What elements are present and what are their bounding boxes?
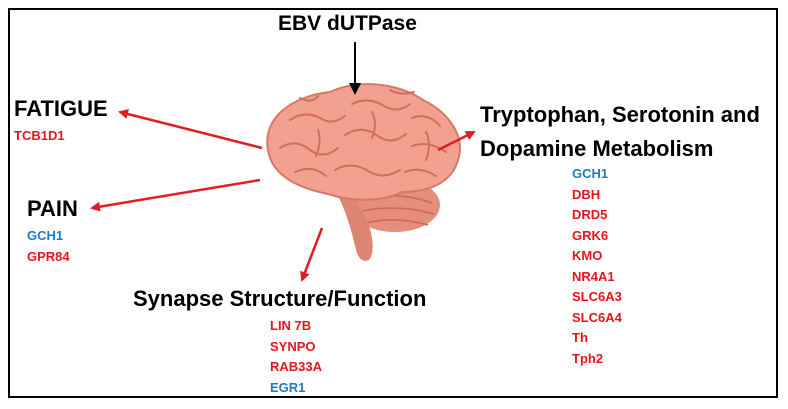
metabolism-gene-slc6a3: SLC6A3: [572, 289, 622, 304]
diagram-title: EBV dUTPase: [278, 12, 417, 35]
metabolism-gene-nr4a1: NR4A1: [572, 268, 615, 284]
synapse-gene-list: LIN 7B SYNPO RAB33A EGR1: [270, 316, 322, 398]
metabolism-heading-line2: Dopamine Metabolism: [480, 136, 714, 161]
metabolism-heading-line1: Tryptophan, Serotonin and: [480, 102, 760, 127]
pain-heading: PAIN: [27, 196, 78, 221]
fatigue-gene-list: TCB1D1: [14, 126, 65, 147]
arrow-to-synapse: [300, 227, 324, 282]
synapse-heading: Synapse Structure/Function: [133, 286, 427, 311]
metabolism-gene-dbh: DBH: [572, 186, 601, 202]
metabolism-gene-gch1: GCH1: [572, 166, 609, 181]
diagram-frame: [8, 8, 778, 398]
arrow-to-fatigue: [118, 109, 263, 150]
arrow-to-metabolism: [437, 130, 476, 152]
metabolism-gene-th: Th: [572, 330, 588, 345]
metabolism-gene-tph2: Tph2: [572, 350, 604, 366]
arrow-to-pain: [90, 178, 261, 212]
brain-icon: [266, 83, 461, 261]
pain-gene-gpr84: GPR84: [27, 248, 70, 264]
metabolism-gene-drd5: DRD5: [572, 207, 608, 222]
fatigue-heading: FATIGUE: [14, 96, 108, 121]
metabolism-gene-grk6: GRK6: [572, 227, 609, 243]
metabolism-gene-kmo: KMO: [572, 248, 603, 263]
pain-gene-gch1: GCH1: [27, 228, 64, 243]
synapse-gene-egr1: EGR1: [270, 379, 306, 395]
fatigue-gene-tcb1d1: TCB1D1: [14, 128, 65, 143]
synapse-gene-synpo: SYNPO: [270, 338, 316, 354]
metabolism-gene-slc6a4: SLC6A4: [572, 309, 622, 325]
synapse-gene-lin-7b: LIN 7B: [270, 318, 312, 333]
synapse-gene-rab33a: RAB33A: [270, 359, 323, 374]
